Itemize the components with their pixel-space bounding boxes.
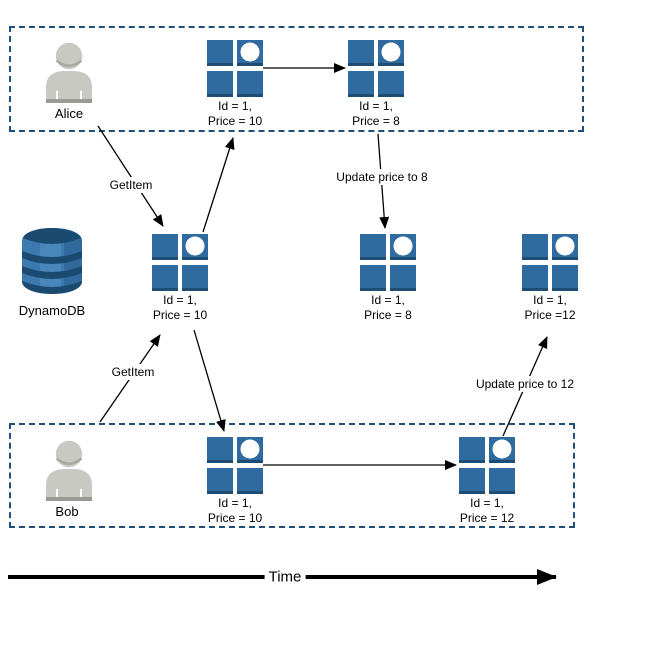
item-db-3-label: Id = 1, Price =12 [524,293,576,322]
item-bob-1-icon [207,437,263,494]
item-db-2-icon [360,234,416,291]
item-db-1-icon [152,234,208,291]
arrow-response-to-alice [202,137,235,233]
item-bob-1-label: Id = 1, Price = 10 [207,496,263,525]
item-alice-1-icon [207,40,263,97]
update-price-8-label: Update price to 8 [332,169,432,185]
bob-label: Bob [55,504,79,519]
getitem-alice-label: GetItem [105,177,157,193]
alice-person-icon [46,42,92,103]
item-alice-2-icon [348,40,404,97]
alice-label: Alice [54,106,84,121]
item-db-2-label: Id = 1, Price = 8 [364,293,412,322]
alice-lane-box [9,26,584,132]
update-price-12-label: Update price to 12 [471,376,579,392]
bob-person-icon [46,440,92,501]
arrow-getitem-alice [97,125,164,227]
arrow-response-to-bob [193,329,226,432]
item-bob-2-label: Id = 1, Price = 12 [459,496,515,525]
item-alice-2-label: Id = 1, Price = 8 [352,99,400,128]
time-axis-label: Time [264,567,306,587]
item-alice-1-label: Id = 1, Price = 10 [207,99,263,128]
getitem-bob-label: GetItem [107,364,159,380]
bob-lane-box [9,423,575,528]
dynamodb-label: DynamoDB [18,303,86,318]
item-db-1-label: Id = 1, Price = 10 [152,293,208,322]
item-bob-2-icon [459,437,515,494]
dynamodb-icon [22,228,82,294]
item-db-3-icon [522,234,578,291]
